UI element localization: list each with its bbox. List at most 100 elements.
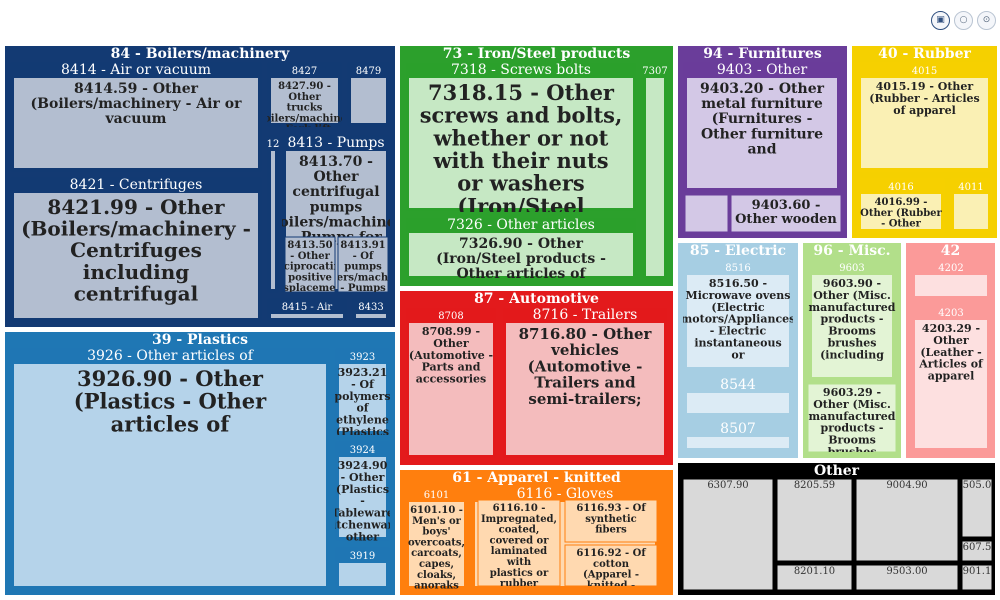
tile-code-label: 6101 bbox=[424, 490, 449, 501]
tile-inner bbox=[409, 78, 633, 208]
tile-rect[interactable] bbox=[961, 540, 993, 562]
group-label: Other bbox=[814, 463, 860, 479]
tile-code-label: 9403 - Other bbox=[717, 62, 808, 78]
tile-inner bbox=[861, 194, 941, 229]
tile-inner bbox=[954, 194, 988, 229]
tile-rect[interactable] bbox=[855, 478, 959, 562]
treemap-tile[interactable]: 8479 bbox=[346, 61, 391, 128]
treemap-tile[interactable]: 4202 bbox=[910, 258, 992, 301]
treemap-tile[interactable]: 9403.60 -Other wooden bbox=[730, 194, 842, 233]
tile-rect[interactable] bbox=[730, 194, 842, 233]
treemap-tile[interactable]: 6307.90 bbox=[682, 478, 774, 591]
treemap-tile[interactable]: 8507 bbox=[682, 420, 794, 453]
treemap-tile[interactable]: 607.5 bbox=[961, 540, 993, 562]
tile-rect[interactable] bbox=[564, 499, 658, 543]
tile-inner bbox=[861, 78, 988, 168]
treemap-tile[interactable]: 12 bbox=[266, 134, 280, 294]
reset-button[interactable]: ⊙ bbox=[977, 11, 996, 30]
tile-rect[interactable] bbox=[807, 383, 897, 453]
tile-rect[interactable] bbox=[477, 499, 561, 587]
tile-rect[interactable] bbox=[682, 478, 774, 591]
tile-rect[interactable] bbox=[961, 564, 993, 591]
tile-detail-label: 8414.59 - Other(Boilers/machinery - Air … bbox=[31, 81, 243, 127]
tile-rect[interactable] bbox=[564, 544, 658, 587]
tile-inner bbox=[356, 314, 386, 318]
tile-inner bbox=[506, 323, 664, 455]
tile-inner bbox=[409, 323, 493, 455]
treemap-tile[interactable]: 8201.10 bbox=[776, 564, 853, 591]
tile-code-label: 4016 bbox=[888, 182, 913, 193]
tile-inner bbox=[687, 437, 789, 448]
tile-code-label: 9603 bbox=[839, 263, 864, 274]
tile-rect[interactable] bbox=[776, 564, 853, 591]
group-label: 40 - Rubber bbox=[878, 46, 971, 62]
treemap-tile[interactable]: 8433 bbox=[351, 297, 391, 323]
tile-rect[interactable] bbox=[337, 236, 389, 293]
treemap-tile[interactable]: 7307 bbox=[641, 61, 669, 281]
treemap-tile[interactable]: 8544 bbox=[682, 376, 794, 418]
tile-rect[interactable] bbox=[684, 194, 729, 233]
tile-code-label: 12 bbox=[267, 139, 280, 150]
tile-code-label: 8544 bbox=[720, 377, 756, 393]
treemap-tile[interactable] bbox=[684, 194, 729, 233]
treemap-tile[interactable]: 8415 - Air bbox=[266, 297, 348, 323]
treemap-tile[interactable]: 901.1 bbox=[961, 564, 993, 591]
tile-inner bbox=[339, 364, 386, 431]
tile-code-label: 7307 bbox=[642, 66, 667, 77]
treemap-tile[interactable]: 3919 bbox=[334, 546, 391, 591]
treemap-view-button[interactable]: ▣ bbox=[931, 11, 950, 30]
treemap-tile[interactable]: 8205.59 bbox=[776, 478, 853, 562]
group-label: 73 - Iron/Steel products bbox=[443, 46, 631, 62]
treemap-tile[interactable]: 9503.00 bbox=[855, 564, 959, 591]
tile-rect[interactable] bbox=[855, 564, 959, 591]
treemap-tile[interactable]: 4011 bbox=[949, 177, 993, 234]
tile-code-label: 505.0 bbox=[963, 480, 992, 491]
tile-rect[interactable] bbox=[776, 478, 853, 562]
tile-rect[interactable] bbox=[961, 478, 993, 538]
treemap-tile[interactable]: 9004.90 bbox=[855, 478, 959, 562]
treemap-tile[interactable]: 505.0 bbox=[961, 478, 993, 538]
tile-rect[interactable] bbox=[284, 236, 336, 293]
zoom-out-button[interactable]: ○ bbox=[954, 11, 973, 30]
